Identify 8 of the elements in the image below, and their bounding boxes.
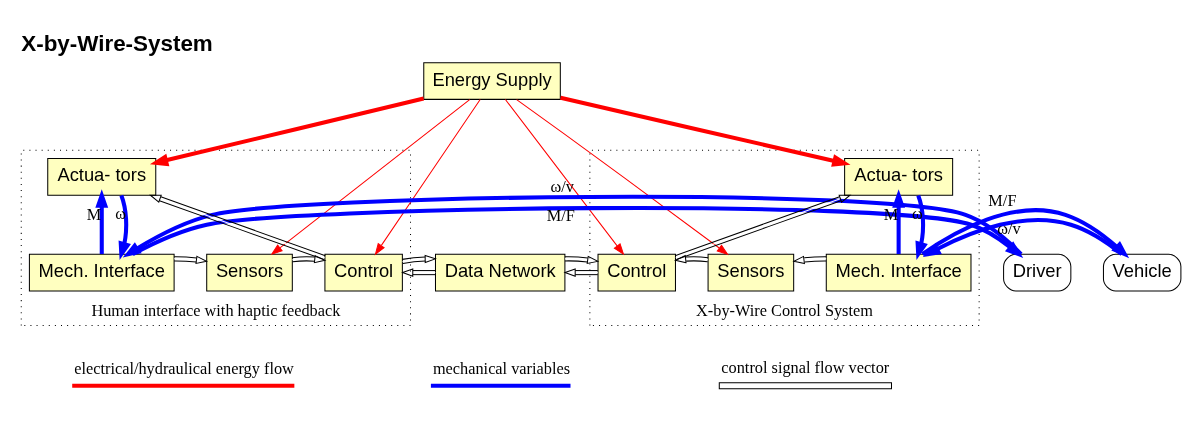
legend-label: mechanical variables <box>432 359 571 379</box>
diagram-title: X-by-Wire-System <box>21 31 213 57</box>
legend-label: electrical/hydraulical energy flow <box>74 359 294 379</box>
edge-label: M/F <box>546 206 575 226</box>
legend-label: control signal flow vector <box>721 358 890 378</box>
edge-label: M/F <box>988 191 1017 211</box>
edge-label: ω/v <box>997 219 1021 239</box>
edge-label: ω/v <box>550 176 574 196</box>
